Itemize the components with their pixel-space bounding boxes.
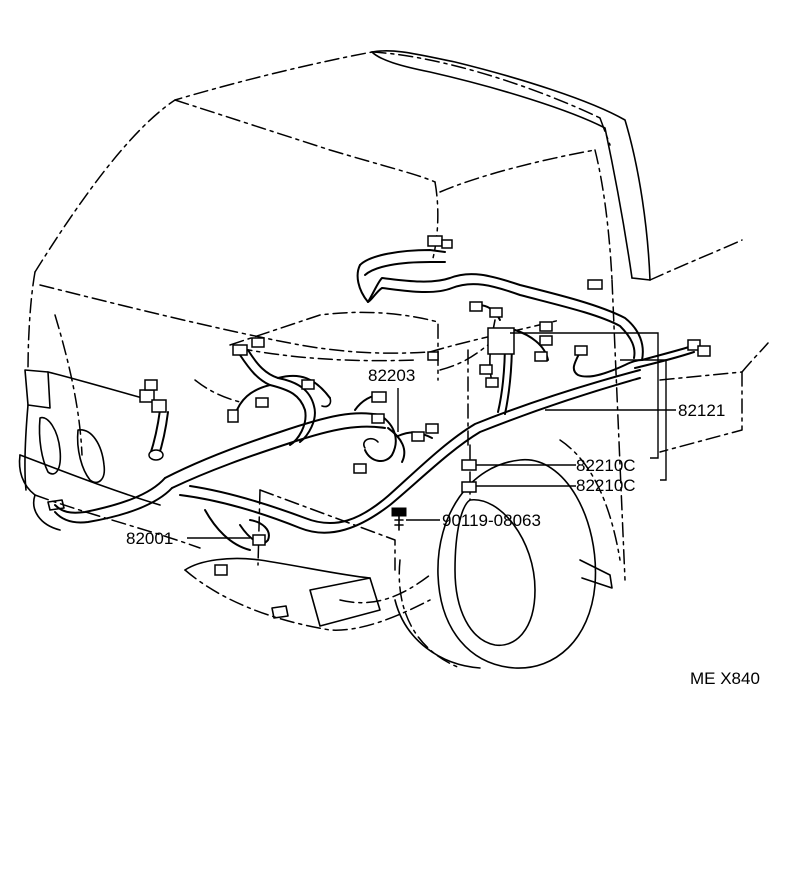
relay-block [487, 327, 515, 355]
bolt [391, 507, 407, 531]
connector-door-6 [479, 364, 493, 375]
connector-82210c-upper [461, 459, 477, 471]
leader-82210c-bracket [510, 332, 659, 459]
connector-door-5 [534, 351, 548, 362]
harness-main-run [54, 249, 644, 551]
connector-82203-5 [425, 423, 439, 434]
connector-rear-2 [697, 345, 711, 357]
label-82203: 82203 [368, 366, 415, 385]
label-82121: 82121 [678, 401, 725, 420]
figure-code: ME X840 [690, 669, 760, 688]
front-end [18, 369, 431, 631]
label-82210c-upper: 82210C [576, 456, 636, 475]
connector-door-7 [485, 377, 499, 388]
connector-82210c-lower [461, 481, 477, 493]
connector-rear-1 [687, 339, 701, 351]
connector-door-4 [539, 335, 553, 346]
connector-82203-4 [411, 431, 425, 442]
leader-82210c-bracket-2 [620, 359, 667, 481]
connector-82203-3 [353, 463, 367, 474]
connector-engine-4 [227, 409, 239, 423]
connector-82203-1 [371, 391, 387, 403]
front-wheel [394, 459, 613, 669]
label-82210c-lower: 82210C [576, 476, 636, 495]
connector-door-2 [489, 307, 503, 318]
connector-door-8 [574, 345, 588, 356]
connector-cab-top-2 [441, 239, 453, 249]
label-82001: 82001 [126, 529, 173, 548]
connector-door-3 [539, 321, 553, 332]
connector-engine-1 [232, 344, 248, 356]
connector-cab-top [427, 235, 443, 247]
connector-misc-1 [427, 351, 439, 361]
connector-headlamp-2 [151, 399, 167, 413]
connector-engine-2 [251, 337, 265, 348]
connector-engine-5 [301, 379, 315, 390]
label-90119-08063: 90119-08063 [442, 511, 541, 530]
connector-82001 [252, 534, 266, 546]
connectors [139, 235, 711, 576]
leader-lines [187, 332, 676, 539]
connector-82203-2 [371, 413, 385, 424]
grommet [148, 449, 164, 461]
connector-headlamp-3 [144, 379, 158, 391]
connector-door-1 [469, 301, 483, 312]
connector-bumper [214, 564, 228, 576]
connector-door-9 [587, 279, 603, 290]
callout-labels: 82203 82121 82210C 82210C 90119-08063 82… [126, 366, 760, 688]
cab-outline [27, 50, 769, 604]
connector-engine-3 [255, 397, 269, 408]
